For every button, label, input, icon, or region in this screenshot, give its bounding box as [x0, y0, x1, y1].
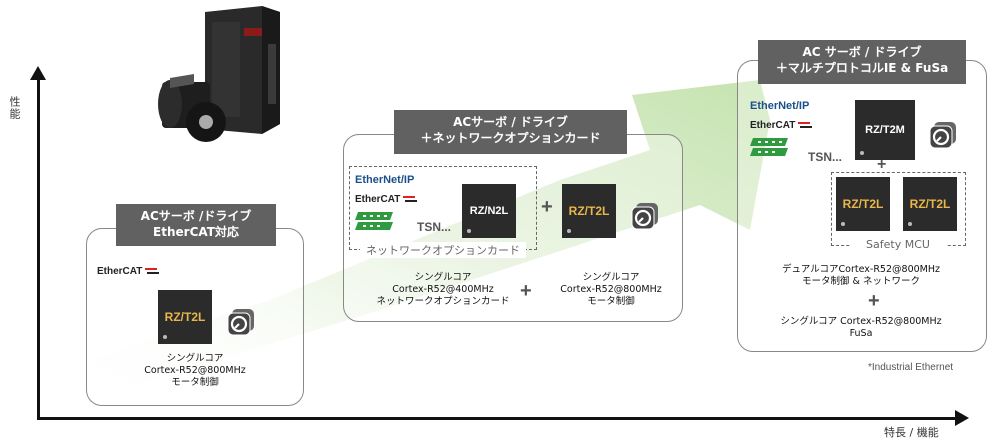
profinet-logo [750, 138, 788, 156]
stage1-title-line2: EtherCAT対応 [153, 225, 239, 239]
x-axis [37, 417, 957, 420]
encoder-icon [631, 203, 658, 230]
chip-rz-t2m: RZ/T2M [855, 100, 915, 160]
stage3-title-line2: ＋マルチプロトコルIE & FuSa [775, 61, 949, 75]
stage1-title-line1: ACサーボ /ドライブ [140, 209, 252, 223]
ethercat-logo: EtherCAT [355, 194, 418, 205]
ethernet-ip-logo: EtherNet/IP [355, 174, 415, 186]
plus-icon: + [520, 280, 532, 302]
x-axis-arrow-icon [955, 410, 969, 426]
stage3-header: AC サーボ / ドライブ ＋マルチプロトコルIE & FuSa [758, 40, 966, 84]
y-axis-label: 性能 [8, 96, 21, 120]
y-axis [37, 78, 40, 420]
chip-rz-n2l: RZ/N2L [462, 184, 516, 238]
x-axis-label: 特長 / 機能 [884, 426, 939, 439]
safety-mcu-label: Safety MCU [850, 238, 946, 251]
stage1-header: ACサーボ /ドライブ EtherCAT対応 [116, 204, 276, 246]
stage2-title-line1: ACサーボ / ドライブ [453, 115, 568, 129]
stage2-header: ACサーボ / ドライブ ＋ネットワークオプションカード [394, 110, 627, 154]
chip-rz-t2l: RZ/T2L [158, 290, 212, 344]
stage3-description-bottom: シングルコア Cortex-R52@800MHz FuSa [780, 316, 942, 339]
stage2-title-line2: ＋ネットワークオプションカード [420, 131, 601, 145]
encoder-icon [929, 122, 956, 149]
stage2-description-a: シングルコア Cortex-R52@400MHz ネットワークオプションカード [376, 272, 510, 307]
stage3-description-top: デュアルコアCortex-R52@800MHz モータ制御 & ネットワーク [782, 264, 940, 287]
stage2-description-b: シングルコア Cortex-R52@800MHz モータ制御 [560, 272, 662, 307]
encoder-icon [227, 309, 254, 336]
ethercat-arrow-icon [798, 122, 813, 129]
option-card-label: ネットワークオプションカード [360, 242, 526, 258]
ethercat-logo: EtherCAT [97, 266, 160, 277]
plus-icon: + [877, 156, 887, 173]
motor-drive-photo [158, 6, 280, 142]
ethernet-ip-logo: EtherNet/IP [750, 100, 810, 112]
footnote: *Industrial Ethernet [868, 362, 954, 373]
chip-rz-t2l: RZ/T2L [903, 177, 957, 231]
plus-icon: + [868, 290, 880, 312]
tsn-label: TSN... [417, 220, 452, 234]
ethercat-arrow-icon [403, 196, 418, 203]
ethercat-arrow-icon [145, 268, 160, 275]
plus-icon: + [541, 196, 553, 218]
y-axis-arrow-icon [30, 66, 46, 80]
ethercat-logo: EtherCAT [750, 120, 813, 131]
tsn-label: TSN... [808, 150, 843, 164]
stage3-title-line1: AC サーボ / ドライブ [802, 45, 922, 59]
profinet-logo [355, 212, 393, 230]
stage1-description: シングルコア Cortex-R52@800MHz モータ制御 [144, 353, 246, 388]
chip-rz-t2l: RZ/T2L [562, 184, 616, 238]
chip-rz-t2l: RZ/T2L [836, 177, 890, 231]
